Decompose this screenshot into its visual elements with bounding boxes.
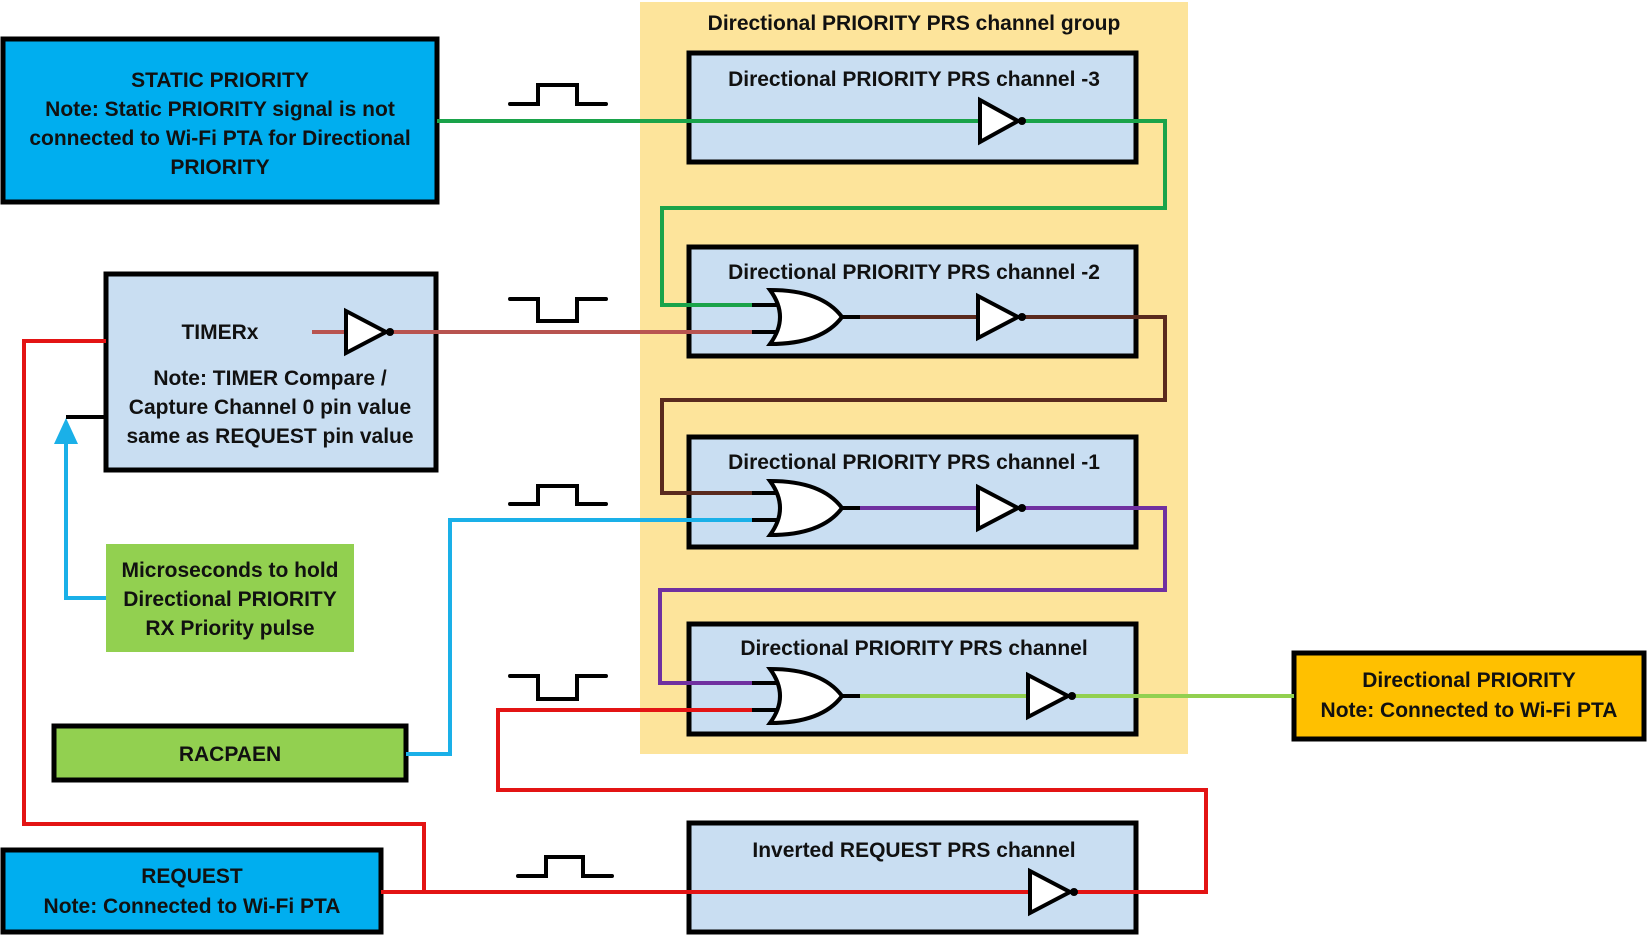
microseconds-line-3: RX Priority pulse (145, 617, 314, 640)
timer-note-line-1: Note: TIMER Compare / (153, 367, 387, 390)
static-priority-line-2: Note: Static PRIORITY signal is not (45, 98, 395, 121)
timer-title: TIMERx (181, 321, 258, 344)
ch0-inverter-icon (1026, 671, 1076, 721)
static-priority-box[interactable]: STATIC PRIORITY Note: Static PRIORITY si… (0, 36, 440, 205)
inv-request-inverter-icon (1028, 867, 1078, 917)
inverted-request-label: Inverted REQUEST PRS channel (752, 839, 1075, 862)
static-priority-line-4: PRIORITY (170, 156, 269, 179)
inverted-request-channel-box[interactable]: Inverted REQUEST PRS channel (686, 820, 1139, 935)
static-priority-line-3: connected to Wi-Fi PTA for Directional (29, 127, 410, 150)
ch2-inverter-icon (976, 292, 1026, 342)
negative-pulse-icon (508, 297, 608, 323)
wire-inv-request-to-ch0 (496, 708, 1208, 894)
positive-pulse-icon (508, 484, 608, 506)
wire-microseconds-to-timer (64, 442, 106, 600)
timer-box[interactable]: TIMERx Note: TIMER Compare / Capture Cha… (103, 271, 439, 473)
output-line-1: Directional PRIORITY (1362, 669, 1576, 692)
timer-note-line-2: Capture Channel 0 pin value (129, 396, 411, 419)
channel-0-box[interactable]: Directional PRIORITY PRS channel (686, 621, 1139, 737)
ch3-inverter-icon (978, 96, 1026, 146)
timer-inverter-icon (344, 307, 394, 357)
arrow-up-icon (54, 418, 78, 444)
static-priority-line-1: STATIC PRIORITY (131, 69, 309, 92)
wire-ch2-to-ch1 (660, 315, 1167, 495)
microseconds-line-1: Microseconds to hold (121, 559, 338, 582)
positive-pulse-icon (516, 855, 614, 878)
wire-request-to-timer (22, 339, 426, 892)
ch1-or-gate-icon (752, 478, 860, 538)
wire-ch1-to-ch0 (658, 506, 1167, 685)
request-box[interactable]: REQUEST Note: Connected to Wi-Fi PTA (0, 847, 384, 935)
group-title: Directional PRIORITY PRS channel group (708, 12, 1121, 35)
negative-pulse-icon (508, 674, 608, 701)
positive-pulse-icon (508, 83, 608, 106)
wire-racpaen-to-ch1 (406, 518, 752, 756)
ch1-inverter-icon (976, 483, 1026, 533)
request-line-1: REQUEST (141, 865, 243, 888)
timer-note-line-3: same as REQUEST pin value (126, 425, 413, 448)
microseconds-line-2: Directional PRIORITY (123, 588, 337, 611)
channel-3-label: Directional PRIORITY PRS channel -3 (728, 68, 1100, 91)
ch0-or-gate-icon (752, 666, 860, 726)
channel-2-label: Directional PRIORITY PRS channel -2 (728, 261, 1100, 284)
directional-priority-output-box[interactable]: Directional PRIORITY Note: Connected to … (1291, 650, 1647, 742)
ch2-or-gate-icon (752, 287, 860, 347)
channel-2-box[interactable]: Directional PRIORITY PRS channel -2 (686, 244, 1139, 359)
output-line-2: Note: Connected to Wi-Fi PTA (1321, 699, 1618, 722)
microseconds-box[interactable]: Microseconds to hold Directional PRIORIT… (106, 544, 354, 652)
racpaen-label: RACPAEN (179, 743, 281, 766)
racpaen-box[interactable]: RACPAEN (51, 723, 409, 783)
channel-3-box[interactable]: Directional PRIORITY PRS channel -3 (686, 50, 1139, 165)
wire-ch3-to-ch2 (660, 119, 1167, 307)
request-line-2: Note: Connected to Wi-Fi PTA (44, 895, 341, 918)
channel-1-label: Directional PRIORITY PRS channel -1 (728, 451, 1100, 474)
channel-0-label: Directional PRIORITY PRS channel (740, 637, 1087, 660)
